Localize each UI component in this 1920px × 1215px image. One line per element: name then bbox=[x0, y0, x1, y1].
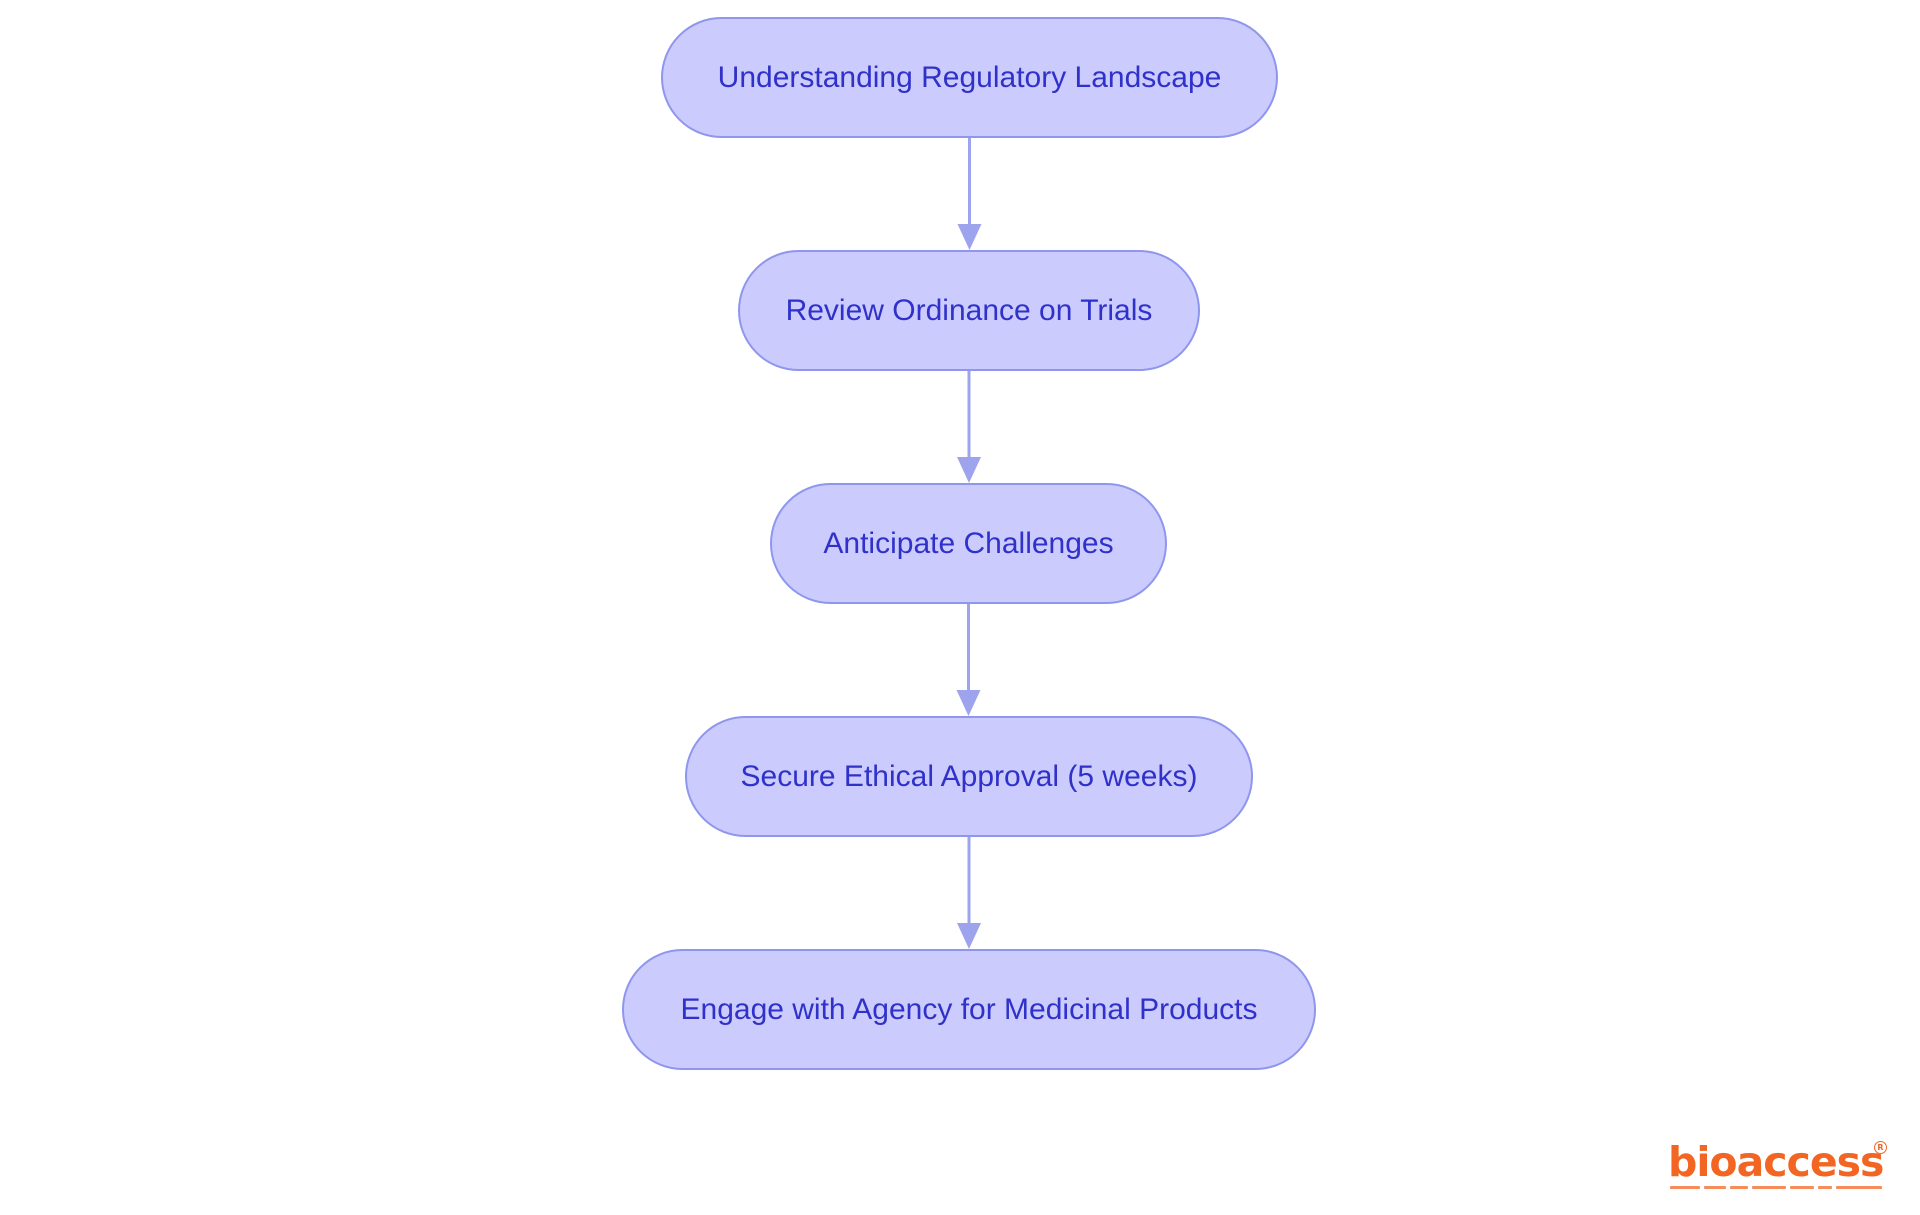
flow-step-label: Engage with Agency for Medicinal Product… bbox=[680, 992, 1258, 1026]
flow-step-engage-with-agency: Engage with Agency for Medicinal Product… bbox=[622, 949, 1316, 1070]
flow-step-review-ordinance-on-trials: Review Ordinance on Trials bbox=[738, 250, 1200, 371]
arrowhead-icon bbox=[957, 457, 981, 483]
flow-step-label: Anticipate Challenges bbox=[823, 526, 1114, 560]
flow-step-understanding-regulatory-landscape: Understanding Regulatory Landscape bbox=[661, 17, 1278, 138]
arrowhead-icon bbox=[956, 690, 981, 716]
logo-wordmark: bioaccess bbox=[1668, 1138, 1884, 1186]
flow-step-label: Secure Ethical Approval (5 weeks) bbox=[740, 759, 1198, 793]
bioaccess-logo: bioaccess R bbox=[1668, 1139, 1888, 1191]
flow-step-secure-ethical-approval: Secure Ethical Approval (5 weeks) bbox=[685, 716, 1253, 837]
arrowhead-icon bbox=[957, 224, 982, 250]
flow-step-label: Understanding Regulatory Landscape bbox=[717, 60, 1222, 94]
flow-step-anticipate-challenges: Anticipate Challenges bbox=[770, 483, 1167, 604]
flow-step-label: Review Ordinance on Trials bbox=[785, 293, 1153, 327]
registered-mark-icon: R bbox=[1874, 1141, 1887, 1154]
logo-tagline bbox=[1670, 1186, 1882, 1190]
arrowhead-icon bbox=[957, 923, 981, 949]
